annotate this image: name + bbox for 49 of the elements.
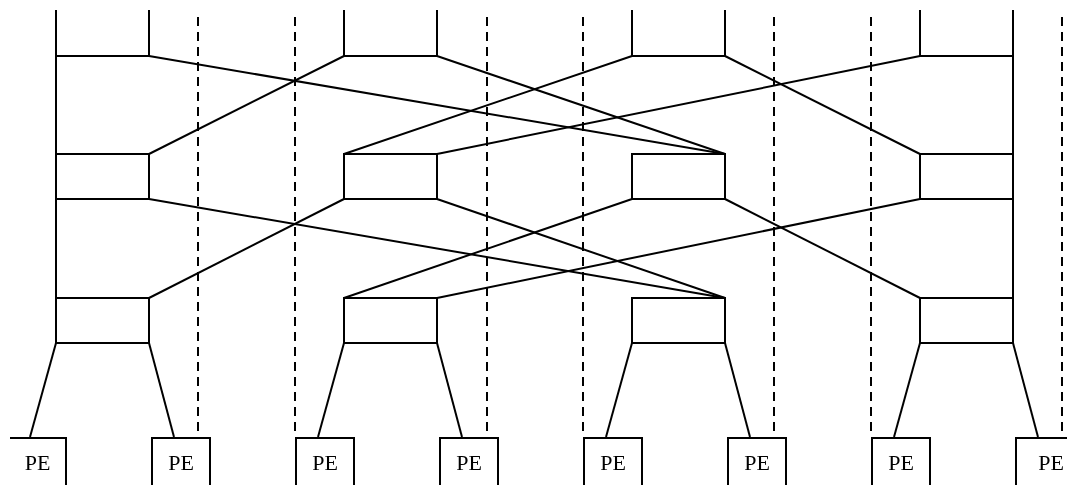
connection-line bbox=[1012, 55, 1014, 155]
switch-box bbox=[631, 10, 726, 57]
switch-box bbox=[343, 10, 438, 57]
switch-box bbox=[343, 297, 438, 344]
connection-line bbox=[724, 342, 751, 438]
connection-line bbox=[148, 55, 345, 155]
processor-label: PE bbox=[168, 451, 194, 477]
connection-line bbox=[436, 342, 463, 438]
switch-box bbox=[631, 297, 726, 344]
processor-box bbox=[151, 437, 211, 485]
connection-line bbox=[148, 198, 345, 299]
connection-line bbox=[148, 342, 175, 438]
processor-label: PE bbox=[888, 451, 914, 477]
processor-label: PE bbox=[1038, 451, 1064, 477]
connection-line bbox=[55, 55, 57, 155]
switch-box bbox=[919, 153, 1014, 200]
connection-line bbox=[724, 55, 921, 155]
switch-box bbox=[55, 297, 150, 344]
connection-line bbox=[436, 198, 726, 299]
connection-line bbox=[1012, 198, 1014, 299]
connection-line bbox=[436, 55, 921, 155]
switch-box bbox=[919, 10, 1014, 57]
processor-box bbox=[583, 437, 643, 485]
processor-box bbox=[295, 437, 355, 485]
processor-label: PE bbox=[600, 451, 626, 477]
connection-line bbox=[343, 55, 633, 155]
processor-box bbox=[871, 437, 931, 485]
connection-line bbox=[436, 55, 726, 155]
switch-box bbox=[55, 153, 150, 200]
processor-label: PE bbox=[312, 451, 338, 477]
processor-box bbox=[439, 437, 499, 485]
connection-line bbox=[436, 198, 921, 299]
connection-line bbox=[29, 342, 57, 438]
connection-line bbox=[343, 198, 633, 299]
connection-line bbox=[1012, 342, 1039, 438]
switch-box bbox=[55, 10, 150, 57]
processor-label: PE bbox=[456, 451, 482, 477]
processor-box bbox=[10, 437, 67, 485]
connection-line bbox=[317, 342, 345, 438]
processor-label: PE bbox=[24, 451, 51, 477]
switch-box bbox=[343, 153, 438, 200]
processor-label: PE bbox=[744, 451, 770, 477]
connection-line bbox=[724, 198, 921, 299]
connection-line bbox=[55, 198, 57, 299]
connection-line bbox=[605, 342, 633, 438]
switch-box bbox=[919, 297, 1014, 344]
switch-box bbox=[631, 153, 726, 200]
connection-line bbox=[893, 342, 921, 438]
processor-box bbox=[727, 437, 787, 485]
